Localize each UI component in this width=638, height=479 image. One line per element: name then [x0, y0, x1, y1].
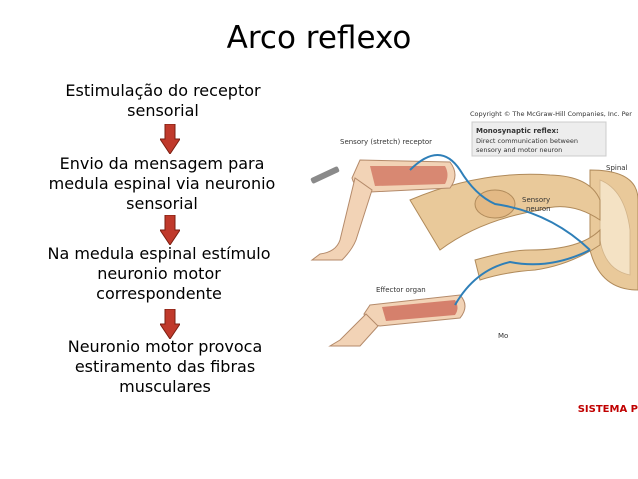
caption-box — [471, 121, 607, 157]
label-motor: Mo — [498, 332, 508, 340]
arrow-down-icon — [160, 309, 180, 339]
caption-title: Monosynaptic reflex: — [476, 127, 559, 135]
sensory-neuron-path — [409, 154, 591, 251]
slide-title: Arco reflexo — [226, 20, 412, 56]
leg-illustration-lower — [328, 294, 466, 347]
caption-line-2: sensory and motor neuron — [476, 146, 562, 154]
motor-nerve — [474, 228, 601, 281]
leg-illustration-upper — [310, 159, 456, 261]
arrow-down-icon — [160, 215, 180, 245]
label-sensory-neuron-2: neuron — [526, 205, 551, 213]
caption-line-1: Direct communication between — [476, 137, 578, 145]
step-1-text: Estimulação do receptor sensorial — [65, 81, 261, 120]
motor-neuron-path — [454, 249, 591, 306]
arrow-down-icon — [160, 124, 180, 154]
label-effector-organ: Effector organ — [376, 286, 426, 294]
step-4-text: Neuronio motor provoca estiramento das f… — [67, 337, 263, 396]
label-sensory-receptor: Sensory (stretch) receptor — [340, 138, 432, 146]
label-spinal: Spinal — [606, 164, 628, 172]
spinal-cord-illustration — [589, 169, 638, 291]
label-sensory-neuron: Sensory — [522, 196, 550, 204]
step-2-text: Envio da mensagem para medula espinal vi… — [48, 154, 276, 213]
reflex-arc-figure: Copyright © The McGraw-Hill Companies, I… — [310, 110, 638, 347]
figure-copyright: Copyright © The McGraw-Hill Companies, I… — [470, 110, 632, 118]
footer-brand: SISTEMA P — [577, 404, 638, 415]
step-3-text: Na medula espinal estímulo neuronio moto… — [47, 244, 271, 303]
